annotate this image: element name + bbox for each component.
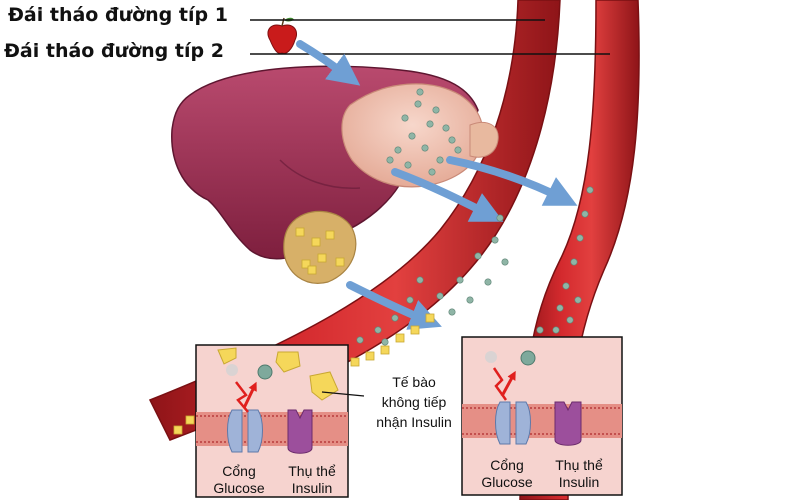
glucose-dot: [552, 326, 560, 334]
glucose-dot: [448, 136, 456, 144]
glucose-dot: [421, 144, 429, 152]
glucose-dot: [432, 106, 440, 114]
glucose-channel-left: [227, 409, 263, 453]
label-glucose-channel-right: Cổng Glucose: [481, 457, 533, 490]
apple-icon: [267, 17, 297, 54]
glucose-dot: [394, 146, 402, 154]
insulin-particle: [307, 265, 317, 275]
glucose-dot: [356, 336, 364, 344]
glucose-dot: [496, 214, 504, 222]
glucose-dot: [381, 338, 389, 346]
glucose-dot: [454, 146, 462, 154]
glucose-dot: [374, 326, 382, 334]
insulin-particle: [311, 237, 321, 247]
panel-left: [195, 344, 349, 498]
insulin-particles: [173, 227, 435, 435]
panel-right: [461, 336, 623, 496]
glucose-dot: [442, 124, 450, 132]
insulin-particle: [185, 415, 195, 425]
glucose-dot: [391, 314, 399, 322]
insulin-particle: [350, 357, 360, 367]
insulin-particle: [301, 259, 311, 269]
glucose-dot: [574, 296, 582, 304]
label-type2-diabetes: Đái tháo đường típ 2: [4, 40, 224, 62]
glucose-dot: [448, 308, 456, 316]
glucose-dot: [404, 161, 412, 169]
label-type1-diabetes: Đái tháo đường típ 1: [8, 4, 228, 26]
insulin-particle: [395, 333, 405, 343]
insulin-receptor-left: [287, 409, 313, 454]
glucose-dot: [474, 252, 482, 260]
glucose-dot: [401, 114, 409, 122]
note-cell-no-insulin: Tế bào không tiếp nhận Insulin: [376, 374, 452, 430]
glucose-dot: [436, 156, 444, 164]
glucose-dot: [466, 296, 474, 304]
glucose-dot: [556, 304, 564, 312]
glucose-dot: [436, 292, 444, 300]
glucose-dot: [566, 316, 574, 324]
insulin-particle: [317, 253, 327, 263]
glucose-dot: [576, 234, 584, 242]
glucose-channel-right: [495, 401, 531, 445]
glucose-dot: [408, 132, 416, 140]
glucose-dot: [456, 276, 464, 284]
glucose-dot: [484, 278, 492, 286]
insulin-particle: [425, 313, 435, 323]
insulin-particle: [410, 325, 420, 335]
glucose-dot: [428, 168, 436, 176]
glucose-dot: [581, 210, 589, 218]
glucose-dot: [586, 186, 594, 194]
glucose-flow-arrows: [296, 40, 578, 330]
insulin-particle: [325, 230, 335, 240]
glucose-dot: [491, 236, 499, 244]
glucose-dot: [416, 276, 424, 284]
note-pointer: [321, 391, 365, 397]
insulin-particle: [365, 351, 375, 361]
label-insulin-receptor-right: Thụ thể Insulin: [555, 457, 603, 490]
glucose-dot: [570, 258, 578, 266]
glucose-dot: [501, 258, 509, 266]
glucose-dot: [426, 120, 434, 128]
insulin-particle: [173, 425, 183, 435]
label-insulin-receptor-left: Thụ thể Insulin: [288, 463, 336, 496]
glucose-dot: [416, 88, 424, 96]
glucose-dot: [406, 296, 414, 304]
insulin-particle: [295, 227, 305, 237]
glucose-dot: [414, 100, 422, 108]
glucose-dot: [386, 156, 394, 164]
insulin-particle: [335, 257, 345, 267]
label-glucose-channel-left: Cổng Glucose: [213, 463, 265, 496]
glucose-dot: [562, 282, 570, 290]
insulin-particle: [380, 345, 390, 355]
insulin-receptor-right: [554, 401, 582, 446]
glucose-dot: [536, 326, 544, 334]
